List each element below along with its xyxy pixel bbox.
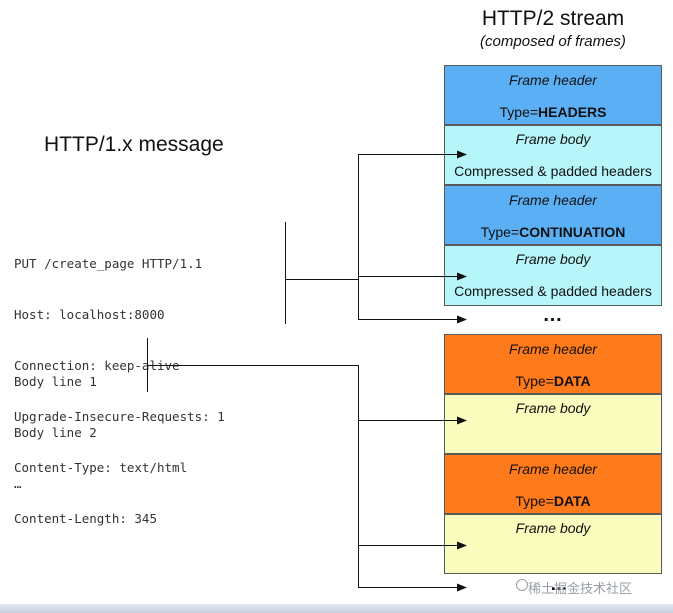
frame-body-label: Frame body (515, 400, 591, 416)
message-title: HTTP/1.x message (44, 133, 224, 156)
frame-header-label: Frame header (509, 192, 597, 208)
data-frame-1-header: Frame header Type=DATA (444, 334, 662, 394)
frame-header-label: Frame header (509, 72, 597, 88)
continuation-frame-body: Frame body Compressed & padded headers (444, 245, 662, 306)
frame-body-label: Frame body (515, 251, 591, 267)
watermark-logo-icon (516, 579, 528, 591)
message-header-lines: PUT /create_page HTTP/1.1 Host: localhos… (14, 221, 225, 544)
header-line: Content-Length: 345 (14, 511, 157, 526)
data-frame-1-body: Frame body (444, 394, 662, 454)
frame-header-label: Frame header (509, 461, 597, 477)
headers-frame-header: Frame header Type=HEADERS (444, 65, 662, 125)
frame-body-label: Frame body (515, 520, 591, 536)
stream-title: HTTP/2 stream (481, 7, 625, 30)
headers-frame-body: Frame body Compressed & padded headers (444, 125, 662, 185)
frame-body-label: Frame body (515, 131, 591, 147)
watermark-text: 稀土掘金技术社区 (528, 581, 633, 596)
frame-type: Type=HEADERS (499, 104, 607, 120)
body-line: … (14, 476, 22, 491)
message-body-lines: Body line 1 Body line 2 … (14, 339, 97, 509)
header-line: PUT /create_page HTTP/1.1 (14, 256, 203, 271)
header-line: Host: localhost:8000 (14, 307, 165, 322)
frames-ellipsis-bottom: … (550, 574, 568, 594)
frame-body-content: Compressed & padded headers (454, 283, 652, 299)
header-line: Connection: keep-alive (14, 358, 180, 373)
header-line: Upgrade-Insecure-Requests: 1 (14, 409, 225, 424)
data-frame-2-header: Frame header Type=DATA (444, 454, 662, 514)
data-frame-2-body: Frame body (444, 514, 662, 574)
stream-subtitle: (composed of frames) (480, 33, 626, 50)
frame-header-label: Frame header (509, 341, 597, 357)
continuation-frame-header: Frame header Type=CONTINUATION (444, 185, 662, 245)
body-line: Body line 2 (14, 425, 97, 440)
frame-type: Type=DATA (515, 373, 591, 389)
body-line: Body line 1 (14, 374, 97, 389)
bottom-band (0, 604, 673, 613)
header-line: Content-Type: text/html (14, 460, 188, 475)
frame-type: Type=CONTINUATION (480, 224, 626, 240)
frame-type: Type=DATA (515, 493, 591, 509)
frames-ellipsis: … (542, 304, 564, 326)
frame-body-content: Compressed & padded headers (454, 163, 652, 179)
